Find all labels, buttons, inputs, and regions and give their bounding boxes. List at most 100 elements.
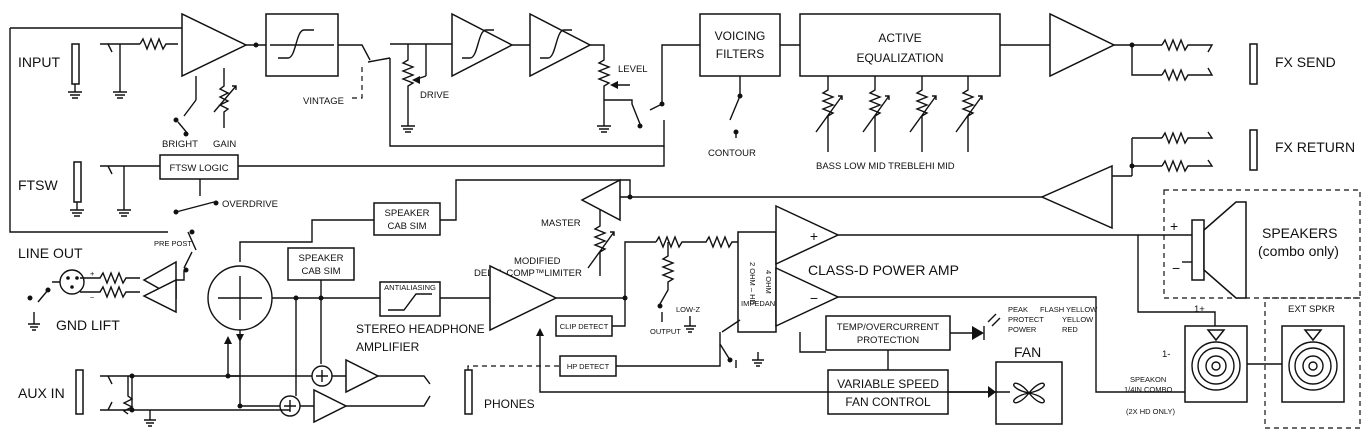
speakon-label-1: SPEAKON (1130, 375, 1166, 384)
speaker-icon (1191, 219, 1205, 281)
ftsw-logic-text: FTSW LOGIC (169, 163, 228, 174)
master-section: MASTER MODIFIED DELTA-COMP™LIMITER OUTPU… (474, 178, 800, 368)
gnd-lift-label: GND LIFT (56, 317, 120, 333)
ext-spkr-label: EXT SPKR (1288, 304, 1335, 315)
clip-stage-3 (529, 12, 592, 78)
fan-label: FAN (1014, 344, 1041, 360)
class-d-amp-upper (775, 204, 840, 266)
bright-label: BRIGHT (162, 139, 198, 150)
peak-label: PEAK (1008, 305, 1028, 314)
ftsw-section: FTSW FTSW LOGIC OVERDRIVE PRE POST FX RE… (9, 27, 1355, 273)
speakon-label-2: 1/4IN COMBO (1124, 385, 1173, 394)
line-out-driver-2 (142, 278, 177, 314)
speaker-plus: + (1170, 218, 1178, 234)
active-eq-line1: ACTIVE (878, 31, 921, 45)
eq-bands-label: BASS LOW MID TREBLEHI MID (816, 161, 955, 172)
voicing-filters-line2: FILTERS (716, 47, 764, 61)
vintage-label: VINTAGE (303, 96, 344, 107)
temp-protect-line1: TEMP/OVERCURRENT (837, 322, 940, 333)
aux-in-section: AUX IN (18, 369, 312, 427)
input-amplifier (181, 12, 248, 78)
aux-in-label: AUX IN (18, 385, 65, 401)
return-amplifier (1040, 164, 1113, 230)
xlr-connector (59, 269, 85, 295)
speakers-sub-label: (combo only) (1258, 243, 1339, 259)
z4ohm-label: 4 OHM (764, 270, 773, 294)
master-preamp (580, 178, 621, 222)
ext-speaker-box (1264, 297, 1361, 429)
voicing-filters-line1: VOICING (715, 29, 766, 43)
yellow-label-1: YELLOW (1066, 305, 1098, 314)
hp-detect-text: HP DETECT (567, 362, 610, 371)
class-d-amp-lower (775, 266, 840, 328)
output-label: OUTPUT (650, 327, 681, 336)
yellow-label-2: YELLOW (1062, 315, 1094, 324)
fan-blades (1013, 382, 1045, 404)
line-out-section: LINE OUT + − GND LIFT SPEAKER CAB SIM AN… (18, 245, 1010, 424)
clip-detect-text: CLIP DETECT (560, 322, 609, 331)
gain-label: GAIN (213, 139, 236, 150)
stereo-hp-line1: STEREO HEADPHONE (356, 322, 485, 336)
fx-send-jack (1249, 43, 1258, 85)
power-amp-section: + − CLASS-D POWER AMP TEMP/OVERCURRENT P… (775, 204, 1185, 425)
stereo-hp-line2: AMPLIFIER (356, 340, 420, 354)
line-out-minus: − (90, 293, 95, 302)
fx-return-label: FX RETURN (1275, 139, 1355, 155)
hp-amp-right (313, 388, 348, 424)
speaker-section: + − SPEAKERS (combo only) EXT SPKR 1+ 1-… (1124, 189, 1361, 429)
cab-sim-b-line1: SPEAKER (299, 253, 344, 264)
input-jack (71, 43, 80, 85)
fan-control-line2: FAN CONTROL (845, 395, 931, 409)
ftsw-label: FTSW (18, 177, 58, 193)
input-resistor (139, 37, 178, 51)
fx-send-label: FX SEND (1275, 54, 1336, 70)
drive-label: DRIVE (420, 90, 449, 101)
input-section: INPUT BRIGHT GAIN VINTAGE DRIVE (18, 12, 700, 150)
speaker-cab-sim-b (287, 247, 355, 281)
line-out-plus: + (90, 269, 95, 278)
fx-return-jack (1249, 129, 1258, 171)
voicing-filters-block (699, 13, 781, 77)
class-d-plus: + (810, 228, 818, 244)
speakers-label: SPEAKERS (1262, 225, 1337, 241)
z2ohm-label: 2 OHM – HD (748, 262, 757, 306)
speakers-combo-box (1163, 189, 1361, 299)
speaker-cone (1203, 201, 1247, 299)
limiter-line1: MODIFIED (514, 256, 561, 267)
class-d-label: CLASS-D POWER AMP (808, 262, 959, 278)
one-minus-label: 1- (1162, 349, 1170, 360)
line-out-label: LINE OUT (18, 245, 83, 261)
fan-control-line1: VARIABLE SPEED (837, 377, 939, 391)
speaker-cab-sim-a (373, 202, 441, 236)
active-eq-block (799, 13, 1001, 77)
overdrive-label: OVERDRIVE (222, 199, 278, 210)
protect-label: PROTECT (1008, 315, 1044, 324)
active-eq-line2: EQUALIZATION (856, 51, 943, 65)
impedance-label: IMPEDANCE (741, 299, 786, 308)
class-d-minus: − (810, 290, 818, 306)
cab-sim-a-line1: SPEAKER (385, 208, 430, 219)
speaker-minus: − (1172, 260, 1180, 276)
ftsw-jack (73, 161, 82, 203)
pre-post-label: PRE POST (154, 239, 192, 248)
phones-jack (464, 369, 473, 415)
speakon-label-3: (2X HD ONLY) (1126, 407, 1176, 416)
aux-in-jack (75, 369, 84, 415)
anti-aliasing-text: ANTIALIASING (384, 283, 436, 292)
cab-sim-b-line2: CAB SIM (301, 266, 340, 277)
phones-label: PHONES (484, 397, 535, 411)
send-amplifier (1049, 12, 1116, 78)
temp-protect-line2: PROTECTION (857, 335, 919, 346)
master-label: MASTER (541, 218, 581, 229)
peak-led (972, 326, 984, 340)
eq-pots (815, 76, 983, 152)
power-label: POWER (1008, 325, 1037, 334)
limiter-line2: DELTA-COMP™LIMITER (474, 268, 582, 279)
flash-label: FLASH (1040, 305, 1064, 314)
red-label: RED (1062, 325, 1078, 334)
cab-sim-a-line2: CAB SIM (387, 221, 426, 232)
one-plus-label: 1+ (1194, 304, 1205, 315)
input-label: INPUT (18, 54, 60, 70)
contour-label: CONTOUR (708, 148, 756, 159)
